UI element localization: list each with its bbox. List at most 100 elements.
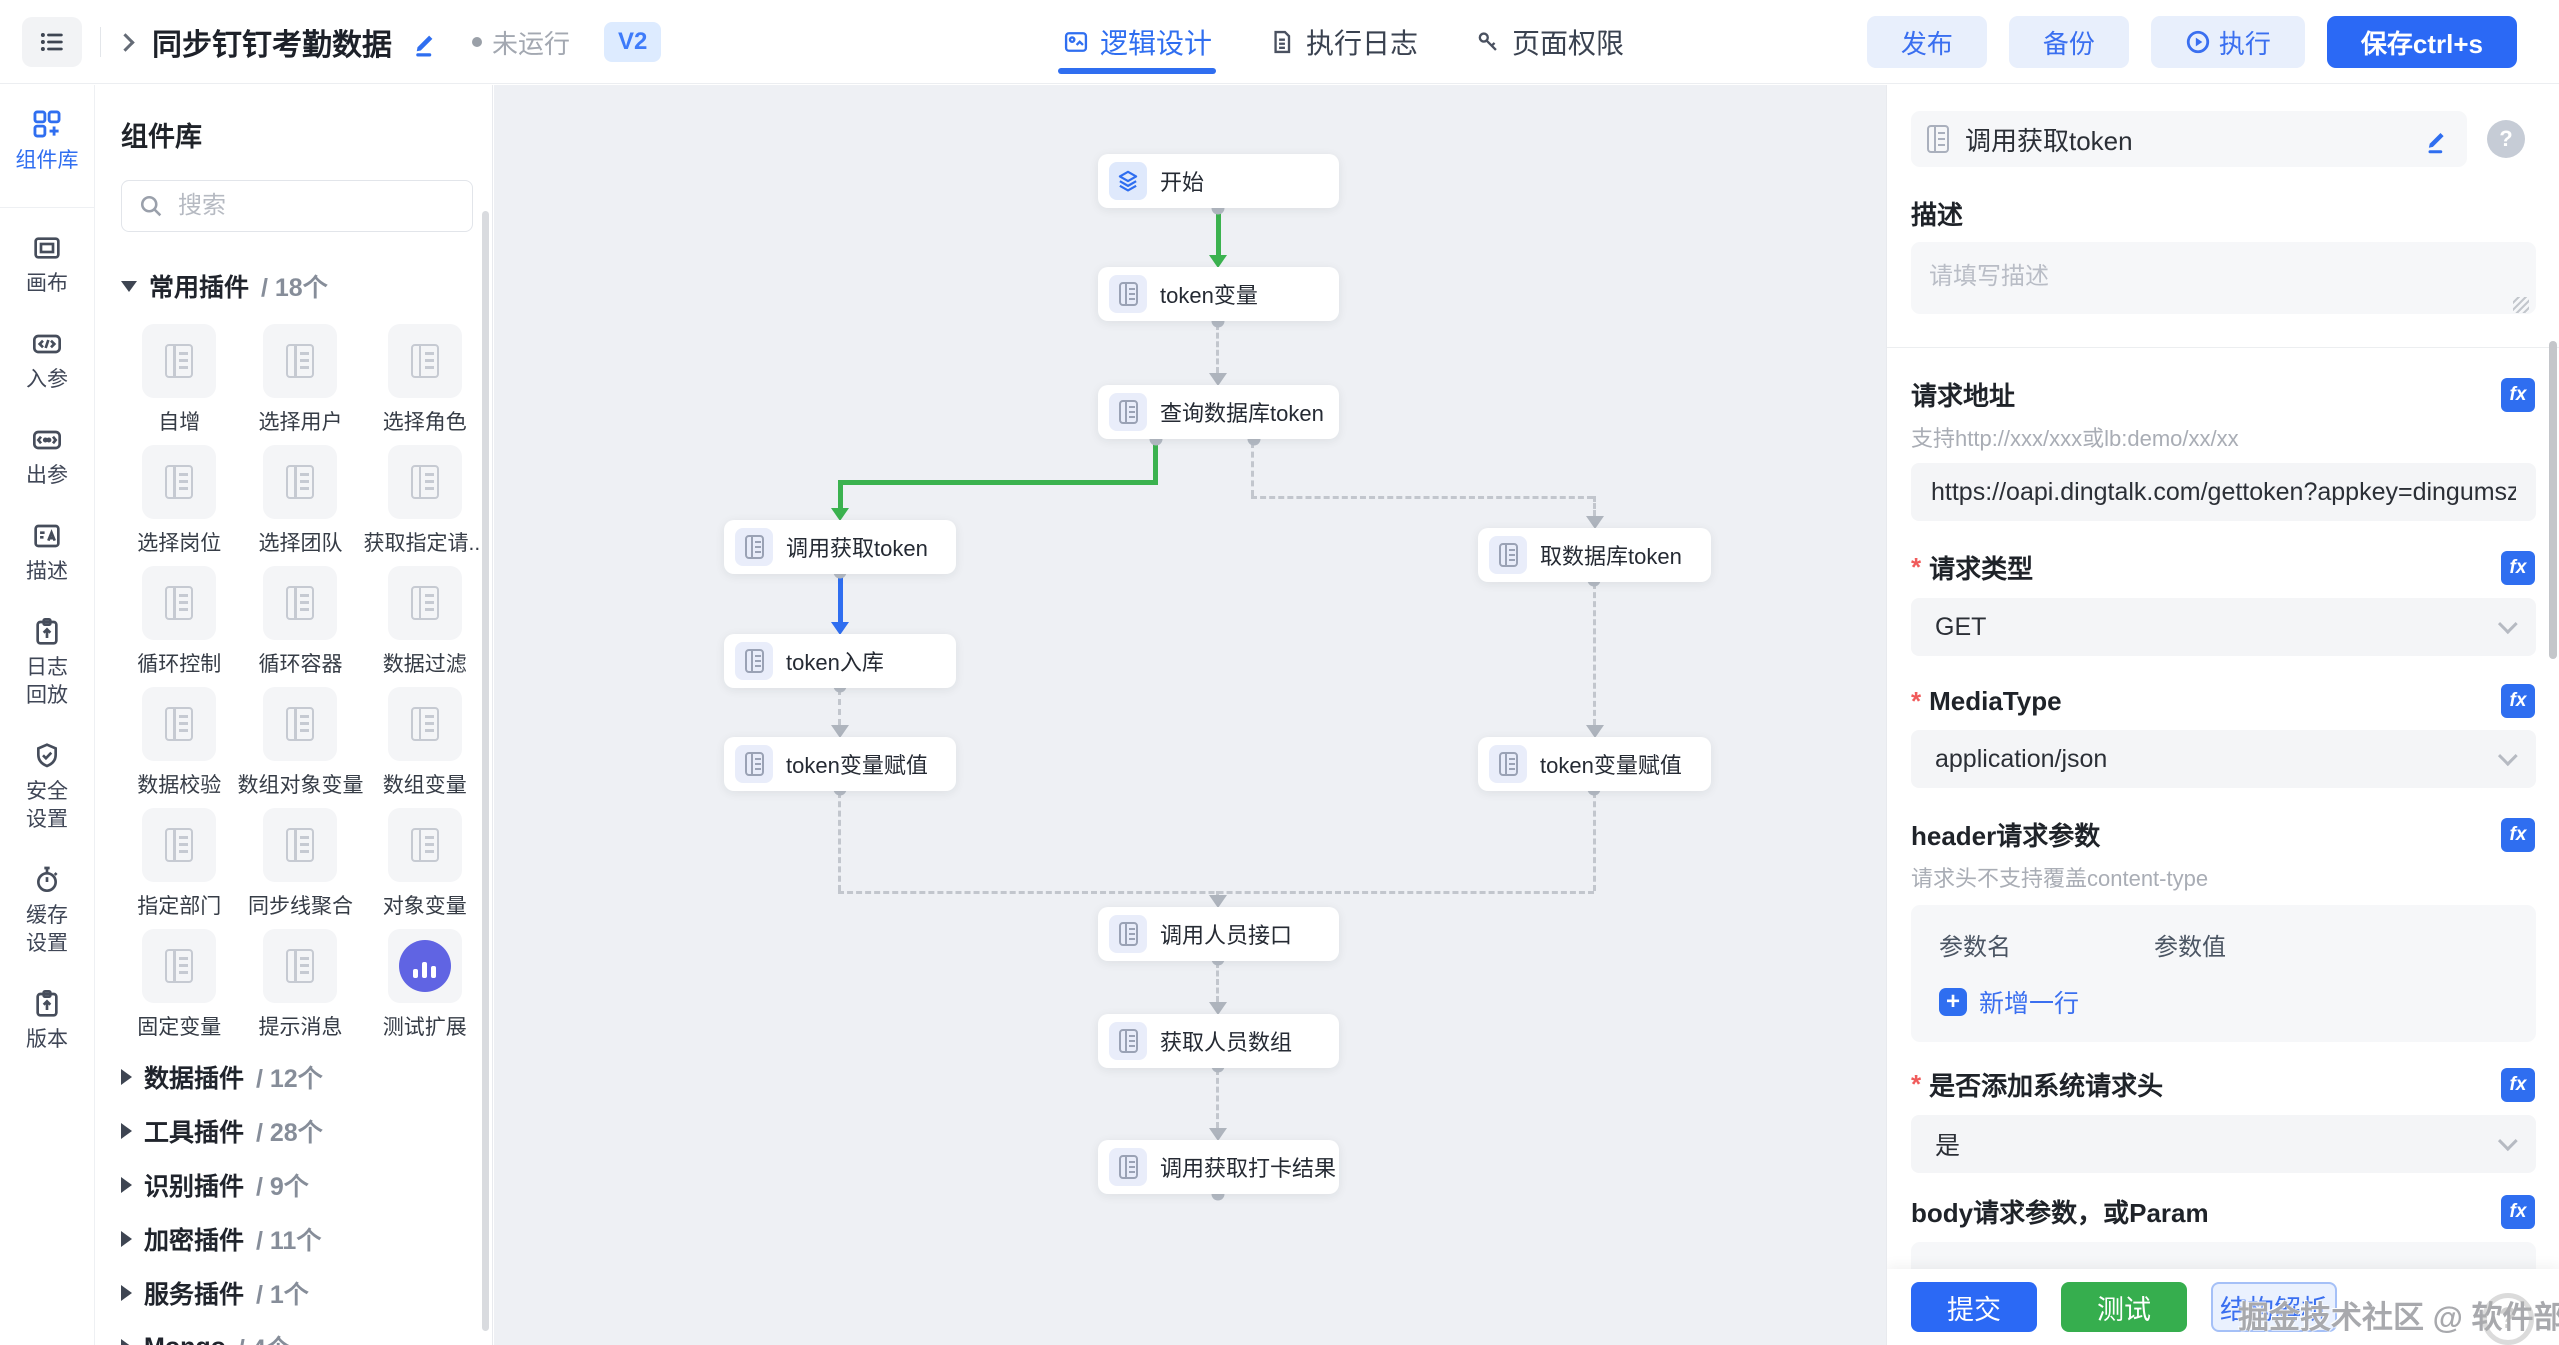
inspector-scrollbar[interactable] [2549, 341, 2557, 659]
plugin-tile[interactable]: 提示消息 [237, 929, 363, 1050]
tab-page-permission[interactable]: 页面权限 [1470, 0, 1628, 84]
fx-badge[interactable]: fx [2501, 377, 2535, 412]
edit-node-name-icon[interactable] [2421, 124, 2451, 154]
flow-node-get-user-array[interactable]: 获取人员数组 [1098, 1014, 1339, 1068]
section-data-plugins[interactable]: 数据插件 / 12个 [121, 1050, 492, 1104]
submit-button[interactable]: 提交 [1911, 1282, 2037, 1332]
param-name-column: 参数名 [1939, 934, 2011, 961]
plugin-tile[interactable]: 选择岗位 [121, 445, 237, 566]
node-doc-icon [735, 642, 773, 680]
flow-node-get-db-token[interactable]: 取数据库token [1478, 528, 1711, 582]
section-common-plugins[interactable]: 常用插件 / 18个 [121, 268, 492, 304]
desc-label: 描述 [1911, 200, 1964, 230]
plugin-tile[interactable]: 自增 [121, 324, 237, 445]
plugin-tile[interactable]: 获取指定请... [363, 445, 486, 566]
plugin-tile[interactable]: 固定变量 [121, 929, 237, 1050]
breadcrumb-chevron-icon[interactable] [116, 32, 135, 52]
fx-badge[interactable]: fx [2501, 817, 2535, 852]
section-recognition-plugins[interactable]: 识别插件 / 9个 [121, 1158, 492, 1212]
backup-button[interactable]: 备份 [2008, 16, 2129, 68]
tab-logic-design[interactable]: 逻辑设计 [1058, 0, 1217, 84]
fx-badge[interactable]: fx [2501, 550, 2535, 585]
mediatype-select[interactable]: application/json [1911, 730, 2536, 788]
flow-node-token-var[interactable]: token变量 [1098, 267, 1339, 321]
flow-node-start[interactable]: 开始 [1098, 154, 1339, 208]
plugin-tile[interactable]: 数据过滤 [363, 566, 486, 687]
flow-node-query-db-token[interactable]: 查询数据库token [1098, 385, 1339, 439]
save-button[interactable]: 保存ctrl+s [2326, 16, 2517, 68]
rail-item-description[interactable]: 描述 [26, 520, 68, 586]
flow-node-call-get-token[interactable]: 调用获取token [724, 520, 956, 574]
fx-badge[interactable]: fx [2501, 684, 2535, 718]
flow-node-call-punch-result[interactable]: 调用获取打卡结果 [1098, 1140, 1339, 1194]
flow-node-token-assign-right[interactable]: token变量赋值 [1478, 737, 1711, 791]
sys-header-select[interactable]: 是 [1911, 1115, 2536, 1173]
shield-check-icon [37, 743, 57, 768]
rail-item-output-params[interactable]: 出参 [26, 424, 68, 490]
node-name-box[interactable]: 调用获取token [1911, 111, 2467, 167]
plugin-tile[interactable]: 同步线聚合 [237, 808, 363, 929]
plugin-icon [142, 687, 217, 761]
plugin-tile[interactable]: 对象变量 [363, 808, 486, 929]
design-icon [1064, 32, 1088, 52]
flow-node-token-store[interactable]: token入库 [724, 634, 956, 688]
plugin-tile[interactable]: 循环控制 [121, 566, 237, 687]
description-icon [34, 524, 60, 548]
version-badge[interactable]: V2 [604, 22, 662, 62]
plugin-tile[interactable]: 选择团队 [237, 445, 363, 566]
header-params-label: header请求参数 [1911, 821, 2101, 851]
edit-title-icon[interactable] [410, 27, 440, 57]
plugin-tile[interactable]: 数据校验 [121, 687, 237, 808]
section-count: / 18个 [261, 274, 328, 302]
rail-item-security-settings[interactable]: 安全 设置 [26, 740, 68, 834]
run-button[interactable]: 执行 [2150, 16, 2305, 68]
key-icon [1478, 32, 1497, 51]
plugin-tile[interactable]: 循环容器 [237, 566, 363, 687]
flow-node-call-user-api[interactable]: 调用人员接口 [1098, 907, 1339, 961]
library-scrollbar[interactable] [482, 211, 489, 1331]
tab-exec-log[interactable]: 执行日志 [1264, 0, 1422, 84]
help-button[interactable]: ? [2487, 120, 2525, 158]
rail-item-version[interactable]: 版本 [26, 988, 68, 1054]
rail-item-component-library[interactable]: 组件库 [16, 107, 79, 175]
edge-tokenvar-querydb [1216, 324, 1219, 373]
section-service-plugins[interactable]: 服务插件 / 1个 [121, 1266, 492, 1320]
plugin-tile[interactable]: 选择用户 [237, 324, 363, 445]
plugin-tile[interactable]: 数组变量 [363, 687, 486, 808]
plugin-tile[interactable]: 选择角色 [363, 324, 486, 445]
plugin-tile[interactable]: 指定部门 [121, 808, 237, 929]
method-select[interactable]: GET [1911, 598, 2536, 656]
search-input[interactable] [121, 180, 473, 232]
top-bar: 同步钉钉考勤数据 未运行 V2 逻辑设计 [0, 0, 2559, 84]
chevron-down-icon [2497, 614, 2518, 635]
section-mongo[interactable]: Mongo / 4个 [121, 1320, 492, 1345]
chevron-right-icon [121, 1285, 132, 1301]
test-button[interactable]: 测试 [2061, 1282, 2187, 1332]
rail-item-canvas[interactable]: 画布 [26, 232, 68, 298]
mediatype-label: MediaType [1929, 685, 2062, 716]
plus-icon [1939, 988, 1967, 1016]
menu-button[interactable] [22, 17, 82, 67]
param-value-column: 参数值 [2154, 934, 2226, 961]
resize-grip-icon[interactable] [2513, 297, 2529, 313]
section-tool-plugins[interactable]: 工具插件 / 28个 [121, 1104, 492, 1158]
flow-canvas[interactable]: 开始 token变量 查询数据库token 调用获取token 取数据库toke… [494, 85, 1886, 1345]
section-encryption-plugins[interactable]: 加密插件 / 11个 [121, 1212, 492, 1266]
add-header-row-button[interactable]: 新增一行 [1939, 984, 2079, 1020]
fx-badge[interactable]: fx [2501, 1067, 2535, 1102]
url-input[interactable] [1911, 463, 2536, 521]
left-rail: 组件库 画布 入参 出参 [0, 85, 95, 1345]
rail-item-input-params[interactable]: 入参 [26, 328, 68, 394]
desc-textarea[interactable] [1911, 242, 2536, 314]
flow-node-token-assign-left[interactable]: token变量赋值 [724, 737, 956, 791]
required-mark: * [1911, 552, 1922, 582]
plugin-tile-test-extension[interactable]: 测试扩展 [363, 929, 486, 1050]
plugin-icon [387, 566, 462, 640]
method-label: 请求类型 [1929, 554, 2034, 584]
structure-parse-button[interactable]: 结构解析 [2211, 1282, 2337, 1332]
publish-button[interactable]: 发布 [1866, 16, 1987, 68]
plugin-tile[interactable]: 数组对象变量 [237, 687, 363, 808]
rail-item-cache-settings[interactable]: 缓存 设置 [26, 864, 68, 958]
fx-badge[interactable]: fx [2501, 1194, 2535, 1229]
rail-item-log-replay[interactable]: 日志 回放 [26, 616, 68, 710]
